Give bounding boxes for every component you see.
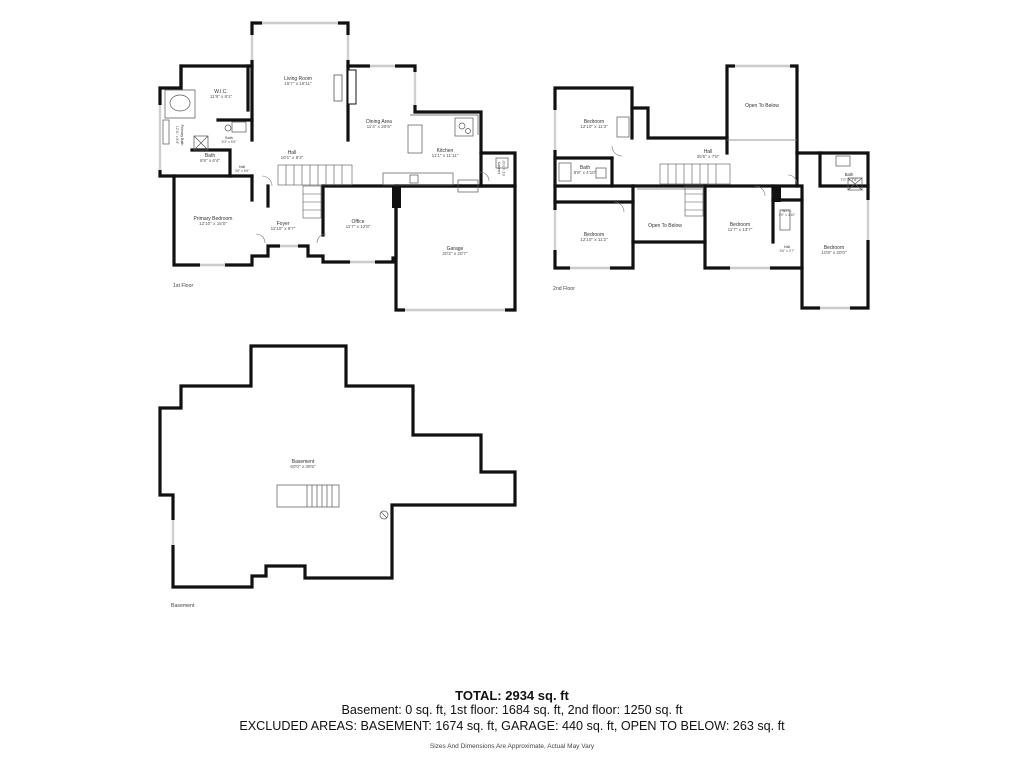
- room-dim-wic-2nd: 4'0" x 4'10": [779, 213, 797, 217]
- room-name-hall-2nd: Hall: [704, 149, 713, 155]
- room-name-bath2: Bath: [845, 172, 854, 177]
- first-floor-plan: W.I.C. 11'8" x 8'1" Living Room 15'7" x …: [158, 21, 517, 312]
- room-name-bath1: Bath: [580, 165, 591, 171]
- room-dim-foyer: 11'10" x 9'7": [271, 226, 296, 231]
- room-name-primary-bath: Primary Bath: [180, 125, 184, 146]
- floor-label-second: 2nd Floor: [553, 286, 575, 292]
- room-name-foyer: Foyer: [277, 221, 290, 227]
- floor-label-first: 1st Floor: [173, 283, 193, 289]
- room-dim-basement: 60'0" x 39'5": [290, 464, 316, 469]
- room-dim-garage: 20'2" x 20'7": [442, 251, 468, 256]
- room-name-bed1: Bedroom: [584, 119, 604, 125]
- room-name-kitchen: Kitchen: [437, 148, 454, 154]
- room-dim-office: 11'7" x 12'8": [346, 224, 371, 229]
- room-name-bed2: Bedroom: [584, 232, 604, 238]
- room-name-garage: Garage: [447, 246, 464, 252]
- room-name-hall-small: Hall: [239, 165, 245, 169]
- room-dim-laundry: 6'1" x 5'10": [502, 160, 506, 176]
- room-dim-bed1: 12'10" x 11'3": [580, 124, 608, 129]
- room-name-open1: Open To Below: [745, 103, 779, 109]
- room-name-bed3: Bedroom: [730, 222, 750, 228]
- room-name-office: Office: [352, 219, 365, 225]
- room-name-hall2-2nd: Hall: [784, 245, 790, 249]
- room-name-wic-2nd: W.I.C.: [782, 209, 792, 213]
- room-name-primary-bedroom: Primary Bedroom: [194, 216, 233, 222]
- disclaimer: Sizes And Dimensions Are Approximate, Ac…: [429, 743, 595, 750]
- basement-plan: Basement 60'0" x 39'5" Basement: [158, 344, 517, 609]
- second-floor-plan: Bedroom 12'10" x 11'3" Open To Below Hal…: [553, 64, 870, 310]
- floor-plan-drawing: W.I.C. 11'8" x 8'1" Living Room 15'7" x …: [158, 21, 870, 609]
- room-dim-hall-2nd: 35'6" x 7'8": [697, 154, 720, 159]
- room-dim-bed3: 11'7" x 13'7": [728, 227, 753, 232]
- room-name-living: Living Room: [284, 76, 312, 82]
- room-name-bath-half: Bath: [225, 136, 232, 140]
- room-name-hall: Hall: [288, 150, 297, 156]
- area-breakdown: Basement: 0 sq. ft, 1st floor: 1684 sq. …: [341, 703, 683, 717]
- room-dim-kitchen: 11'1" x 11'11": [432, 153, 459, 158]
- room-dim-bath-half: 5'3" x 5'5": [222, 140, 238, 144]
- room-name-laundry: Laundry: [497, 162, 501, 175]
- room-name-open2: Open To Below: [648, 223, 682, 229]
- floor-label-basement: Basement: [171, 603, 195, 609]
- room-dim-hall2-2nd: 5'6" x 3'7": [780, 249, 796, 253]
- room-name-basement: Basement: [292, 459, 315, 465]
- room-name-bed4: Bedroom: [824, 245, 844, 251]
- room-name-wic: W.I.C.: [214, 89, 228, 95]
- total-area: TOTAL: 2934 sq. ft: [455, 688, 569, 703]
- room-dim-primary-bedroom: 12'10" x 15'0": [199, 221, 227, 226]
- room-name-bath-primary: Bath: [205, 153, 216, 159]
- room-dim-hall: 16'1" x 8'3": [281, 155, 304, 160]
- room-dim-living: 15'7" x 18'11": [284, 81, 312, 86]
- room-dim-bath1: 8'8" x 4'10": [574, 170, 597, 175]
- room-dim-wic: 11'8" x 8'1": [210, 94, 233, 99]
- excluded-areas: EXCLUDED AREAS: BASEMENT: 1674 sq. ft, G…: [239, 719, 785, 733]
- room-dim-bath-primary: 8'9" x 6'4": [200, 158, 220, 163]
- room-dim-primary-bath: 12'11" x 8'4": [175, 126, 179, 145]
- room-dim-bed4: 10'8" x 20'0": [821, 250, 847, 255]
- room-dim-bed2: 12'10" x 11'2": [580, 237, 608, 242]
- room-name-dining: Dining Area: [366, 119, 392, 125]
- room-dim-bath2: 7'0" x 7'8": [840, 177, 858, 182]
- room-dim-hall-small: 3'8" x 5'6": [235, 169, 251, 173]
- room-dim-dining: 11'4" x 20'5": [367, 124, 392, 129]
